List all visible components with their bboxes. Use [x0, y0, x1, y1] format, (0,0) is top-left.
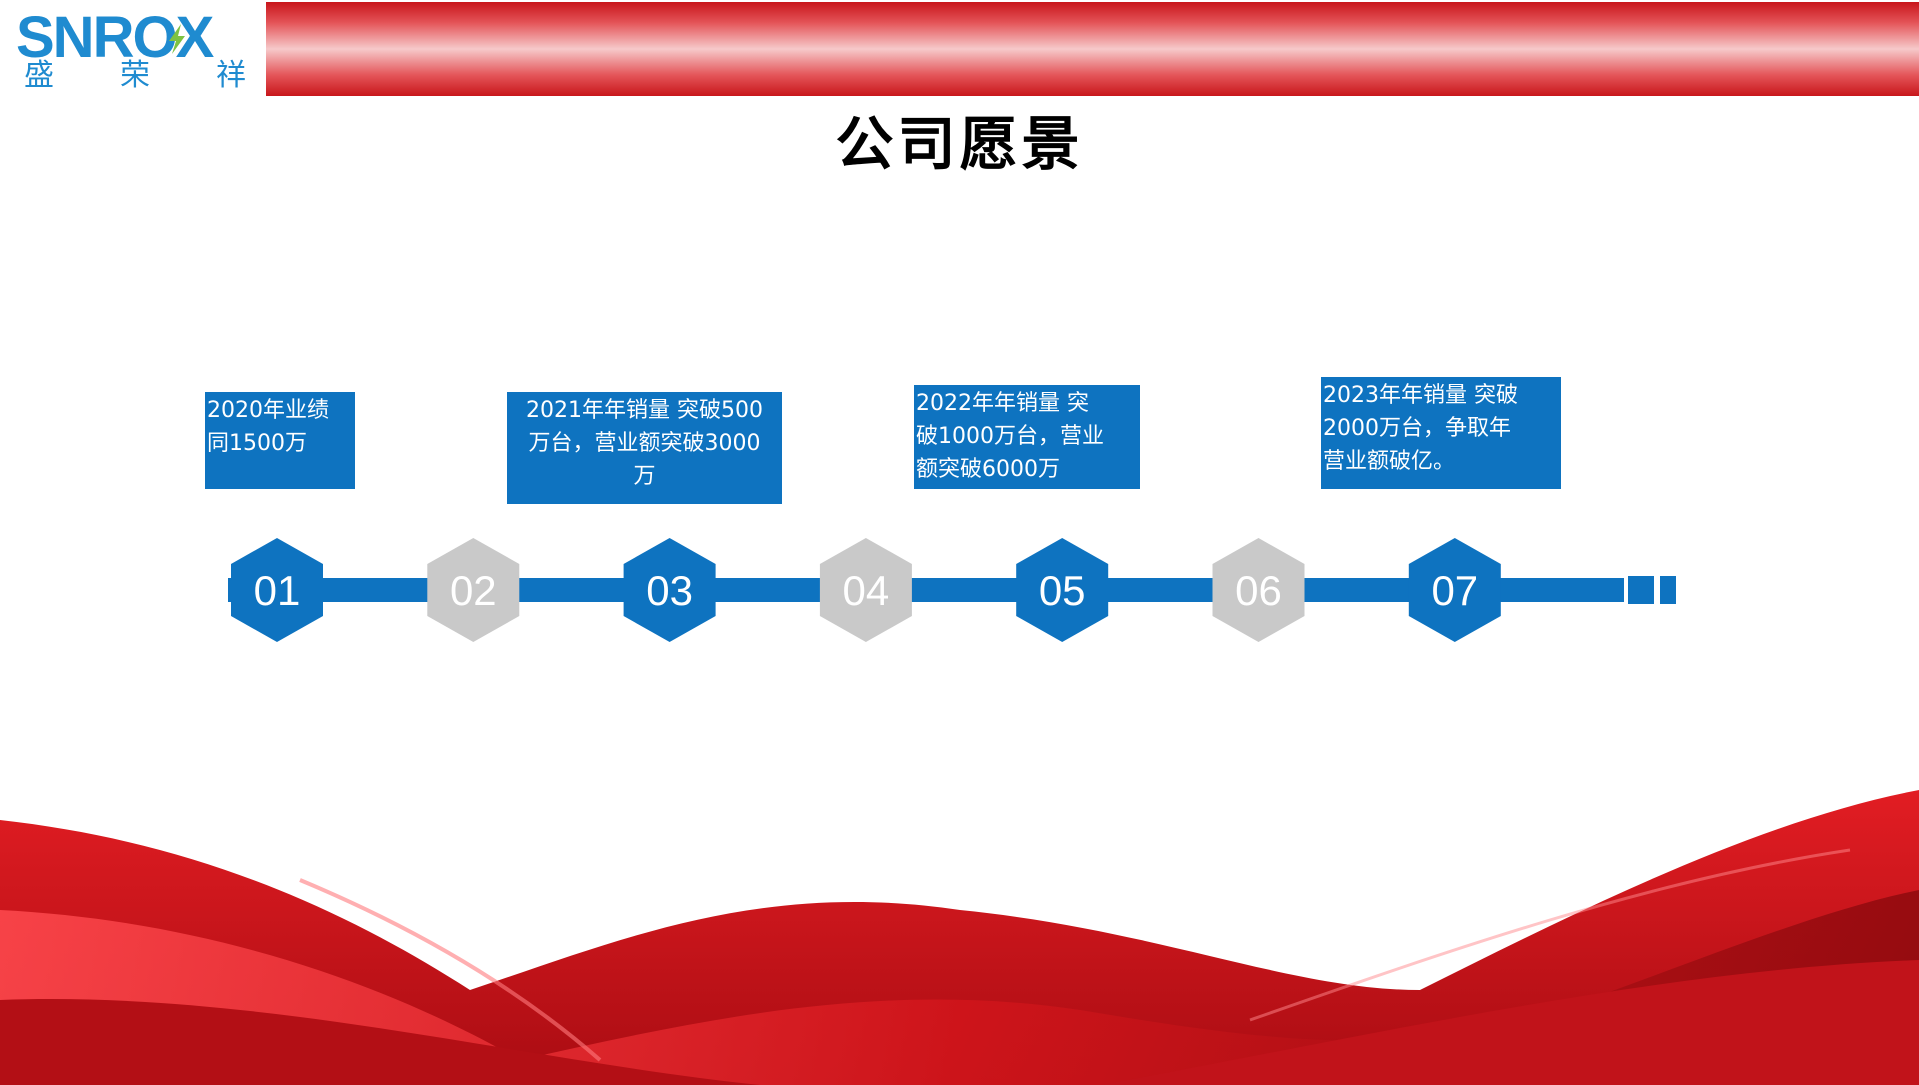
logo-char: 祥 — [216, 58, 246, 93]
note-line: 破1000万台，营业 — [916, 424, 1104, 449]
timeline-step-label: 03 — [646, 567, 693, 614]
red-drape-decoration — [0, 790, 1919, 1085]
note-line: 2021年年销量 突破500 — [526, 398, 763, 423]
note-line: 万 — [633, 464, 656, 489]
timeline-step-hexagon — [1016, 538, 1109, 642]
timeline-step-hexagon — [427, 538, 520, 642]
note-line: 2023年年销量 突破 — [1323, 383, 1518, 408]
milestone-note-2023: 2023年年销量 突破 2000万台，争取年 营业额破亿。 — [1321, 377, 1561, 489]
timeline-step-label: 01 — [254, 567, 301, 614]
logo-chinese-name: 盛 荣 祥 — [24, 58, 246, 94]
timeline-step-hexagon — [1408, 538, 1501, 642]
milestone-note-2022: 2022年年销量 突 破1000万台，营业 额突破6000万 — [914, 385, 1140, 489]
timeline-step-label: 05 — [1039, 567, 1086, 614]
timeline-end-segment — [1660, 576, 1676, 604]
company-logo: SNROX 盛 荣 祥 — [0, 0, 264, 98]
milestone-note-2020: 2020年业绩 同1500万 — [205, 392, 355, 489]
timeline-step-hexagon — [623, 538, 716, 642]
timeline-step-label: 02 — [450, 567, 497, 614]
milestone-note-2021: 2021年年销量 突破500 万台，营业额突破3000 万 — [507, 392, 782, 504]
logo-char: 荣 — [120, 58, 150, 93]
timeline-step-label: 04 — [843, 567, 890, 614]
timeline-step-label: 06 — [1235, 567, 1282, 614]
note-line: 额突破6000万 — [916, 457, 1060, 482]
note-line: 2020年业绩 — [207, 398, 329, 423]
logo-char: 盛 — [24, 58, 54, 93]
timeline-step-label: 07 — [1431, 567, 1478, 614]
note-line: 2000万台，争取年 — [1323, 416, 1511, 441]
note-line: 2022年年销量 突 — [916, 391, 1089, 416]
note-line: 同1500万 — [207, 431, 307, 456]
timeline-step-hexagon — [819, 538, 912, 642]
timeline-step-hexagon — [1212, 538, 1305, 642]
lightning-bolt-icon — [169, 24, 185, 54]
note-line: 万台，营业额突破3000 — [528, 431, 761, 456]
page-title: 公司愿景 — [835, 110, 1084, 178]
timeline-step-hexagon — [231, 538, 323, 642]
note-line: 营业额破亿。 — [1323, 449, 1456, 474]
header-banner — [266, 2, 1919, 96]
timeline-end-segment — [1628, 576, 1654, 604]
